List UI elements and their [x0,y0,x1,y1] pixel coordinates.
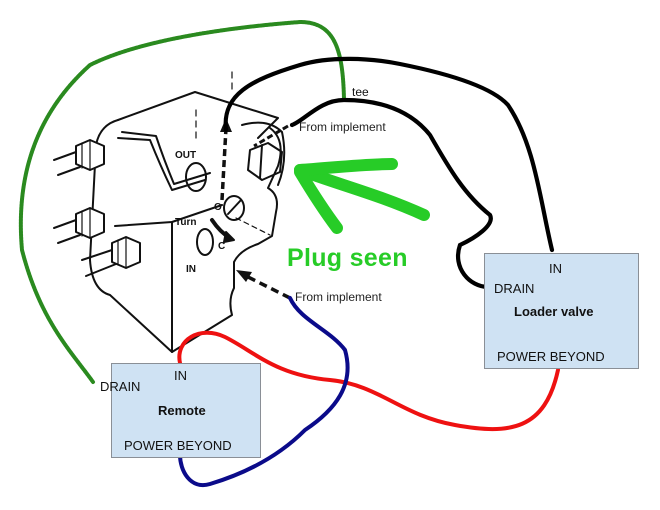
hose-green-drain [18,19,346,384]
tee-label: tee [352,85,369,99]
plug-arrow-lower-barb [294,166,343,234]
hex-bolt-right [247,142,283,181]
port-in [196,228,214,256]
valve-face-edge [114,204,223,227]
from-implement-bottom-label: From implement [295,290,382,304]
valve-right-boss [241,121,286,186]
port-out [185,162,207,192]
hose-black-implement [289,97,493,290]
loader-valve-in-port: IN [549,261,562,276]
hose-black-top [223,56,555,253]
valve-block-drawing [53,71,286,353]
hose-blue [178,296,350,488]
screw-plug [223,195,245,221]
label-c: C [218,241,225,252]
remote-drain-port: DRAIN [100,379,141,394]
dashed-arrow-from-implement-bottom-head [236,270,252,282]
loader-valve-drain-port: DRAIN [494,281,535,296]
from-implement-top-label: From implement [299,120,386,134]
pipe-fitting-bottom [81,236,141,277]
valve-top-face [117,91,279,139]
label-o: O [214,202,222,213]
remote-in-port: IN [174,368,187,383]
label-turn: Turn [175,217,196,228]
plug-seen-arrow [294,158,430,234]
valve-hidden-edge [235,217,271,236]
valve-bracket [117,131,211,191]
plug-seen-label: Plug seen [287,244,408,272]
valve-block-outline [89,119,282,353]
dashed-arrow-up [220,127,228,201]
remote-power-beyond-port: POWER BEYOND [124,438,232,453]
remote-title: Remote [158,403,206,418]
remote-box: IN Remote POWER BEYOND [111,363,261,458]
label-out: OUT [175,150,196,161]
dashed-arrow-from-implement-bottom [245,274,291,300]
arrow-from-implement-top [253,124,289,148]
loader-valve-power-beyond-port: POWER BEYOND [497,349,605,364]
plug-arrow-upper-barb [294,158,398,176]
loader-valve-title: Loader valve [514,304,594,319]
pipe-fitting-top [53,139,105,176]
screw-slot [227,199,242,215]
loader-valve-box: IN DRAIN Loader valve POWER BEYOND [484,253,639,369]
pipe-fitting-middle [53,207,105,244]
turn-arrow-head [223,231,235,243]
valve-hidden-edge-top [195,71,233,141]
label-in: IN [186,264,196,275]
